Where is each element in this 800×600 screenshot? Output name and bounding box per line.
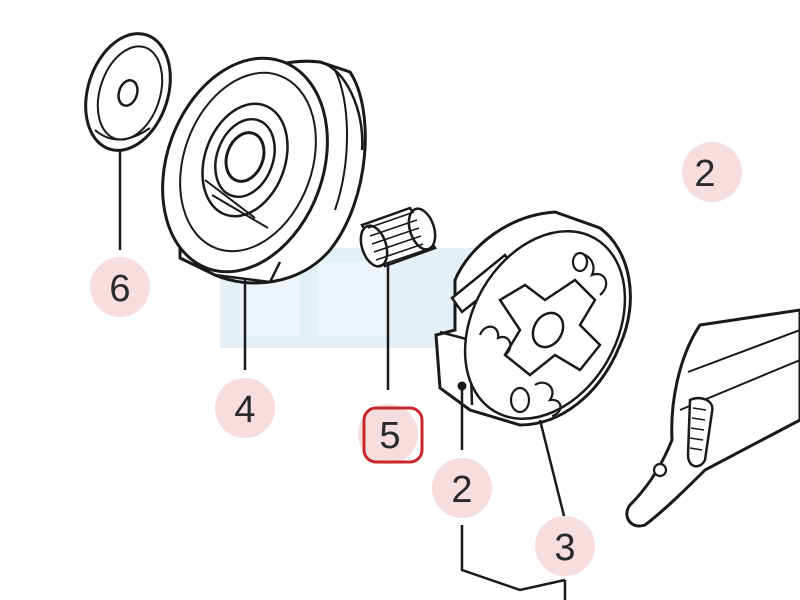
washer-part — [84, 32, 172, 152]
callout-2: 2 — [432, 458, 492, 518]
callout-4-label: 4 — [234, 389, 255, 431]
leader-3 — [538, 419, 567, 521]
needle-bearing-part — [359, 206, 437, 268]
callout-2-partial: 2 — [682, 142, 742, 202]
clutch-assembly-part — [434, 210, 632, 427]
leader-lines — [118, 150, 567, 600]
callout-2-label: 2 — [451, 469, 472, 511]
clutch-drum-part — [161, 56, 367, 285]
callout-5-highlighted: 5 — [358, 404, 424, 464]
sprocket-part-partial — [625, 308, 800, 528]
callout-4: 4 — [215, 378, 275, 438]
callout-6: 6 — [90, 257, 150, 317]
callout-3: 3 — [535, 516, 595, 576]
leader-2-3-join — [460, 525, 566, 592]
callout-5-label: 5 — [379, 415, 400, 457]
callout-2-partial-label: 2 — [694, 153, 715, 195]
highlight-frame — [362, 406, 424, 464]
callout-6-label: 6 — [109, 268, 130, 310]
callout-3-label: 3 — [554, 527, 575, 569]
